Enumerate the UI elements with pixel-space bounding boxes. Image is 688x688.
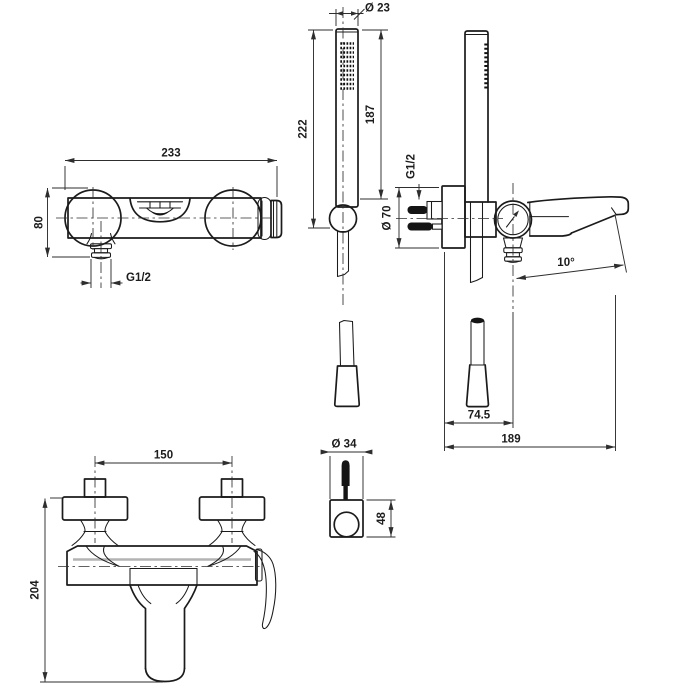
dim-spout-angle-10: 10° bbox=[516, 214, 627, 280]
hand-shower-body bbox=[328, 7, 359, 305]
dim-inlet-spacing-150: 150 bbox=[94, 450, 233, 466]
valve-arrow-icon bbox=[513, 210, 519, 217]
dim-holder-diameter-34: Ø 34 bbox=[320, 439, 373, 499]
wall-plate-side bbox=[407, 185, 466, 249]
bath-mixer-lever bbox=[253, 548, 277, 630]
bath-spout bbox=[129, 567, 198, 683]
view-hand-shower-front: Ø 23 222 187 bbox=[298, 3, 390, 408]
inlet-stub-top bbox=[407, 206, 428, 214]
dim-label-g12-outlet: G1/2 bbox=[126, 272, 151, 284]
holder-pin bbox=[341, 460, 350, 486]
centerlines bbox=[56, 187, 274, 288]
hand-shower-side bbox=[464, 30, 489, 284]
inlet-nut-top bbox=[426, 200, 443, 220]
dim-label-g12-inlet: G1/2 bbox=[406, 154, 418, 179]
dim-label-150: 150 bbox=[154, 450, 173, 462]
dim-label-233: 233 bbox=[161, 148, 180, 160]
dim-head-diameter-23: Ø 23 bbox=[329, 3, 390, 26]
view-bath-mixer-front: 150 204 bbox=[30, 450, 277, 683]
view-shower-holder-side: Ø 34 48 bbox=[320, 439, 396, 538]
dim-label-80: 80 bbox=[34, 216, 46, 229]
dim-handle-length-187: 187 bbox=[360, 29, 388, 200]
dim-label-diameter-23: Ø 23 bbox=[365, 3, 390, 15]
dim-outlet-thread-g12: G1/2 bbox=[80, 259, 151, 288]
left-inlet-mount bbox=[61, 456, 129, 547]
mixer-body-side bbox=[464, 195, 630, 263]
dim-label-189: 189 bbox=[501, 434, 520, 446]
hose-cone-side bbox=[465, 317, 490, 408]
dim-label-48: 48 bbox=[376, 512, 388, 525]
spout-tip bbox=[610, 195, 630, 216]
dim-label-204: 204 bbox=[30, 580, 42, 600]
dim-label-34: Ø 34 bbox=[332, 439, 358, 451]
dim-label-187: 187 bbox=[365, 105, 377, 124]
holder-socket bbox=[333, 511, 360, 538]
dim-label-70: Ø 70 bbox=[382, 206, 394, 231]
dim-escutcheon-70: Ø 70 bbox=[382, 187, 439, 249]
dim-overall-height-204: 204 bbox=[30, 497, 163, 683]
dim-inlet-thread-g12: G1/2 bbox=[406, 154, 422, 200]
dim-label-222: 222 bbox=[298, 119, 310, 138]
mixer-handle-front bbox=[129, 197, 191, 223]
dim-height-80: 80 bbox=[34, 187, 90, 258]
dim-total-length-222: 222 bbox=[298, 29, 333, 229]
handle-lower-stub bbox=[336, 230, 350, 278]
dim-width-233: 233 bbox=[64, 148, 278, 197]
dim-holder-height-48: 48 bbox=[366, 499, 396, 538]
hose-cone-front bbox=[333, 319, 361, 408]
dim-depths: 74.5 189 bbox=[444, 252, 616, 451]
right-inlet-mount bbox=[198, 456, 266, 547]
dim-label-10deg: 10° bbox=[557, 257, 575, 269]
inlet-stub-bottom bbox=[407, 222, 433, 231]
view-shower-mixer-front: 233 80 G1/2 bbox=[34, 148, 283, 288]
spray-nozzle-dots bbox=[340, 42, 354, 90]
centerlines-side bbox=[396, 183, 514, 309]
bath-mixer-body bbox=[58, 545, 263, 586]
view-wall-mixer-side: G1/2 Ø 70 10° 74.5 189 bbox=[382, 30, 630, 451]
spout-top-edge bbox=[526, 195, 612, 204]
dim-label-74-5: 74.5 bbox=[468, 410, 491, 422]
